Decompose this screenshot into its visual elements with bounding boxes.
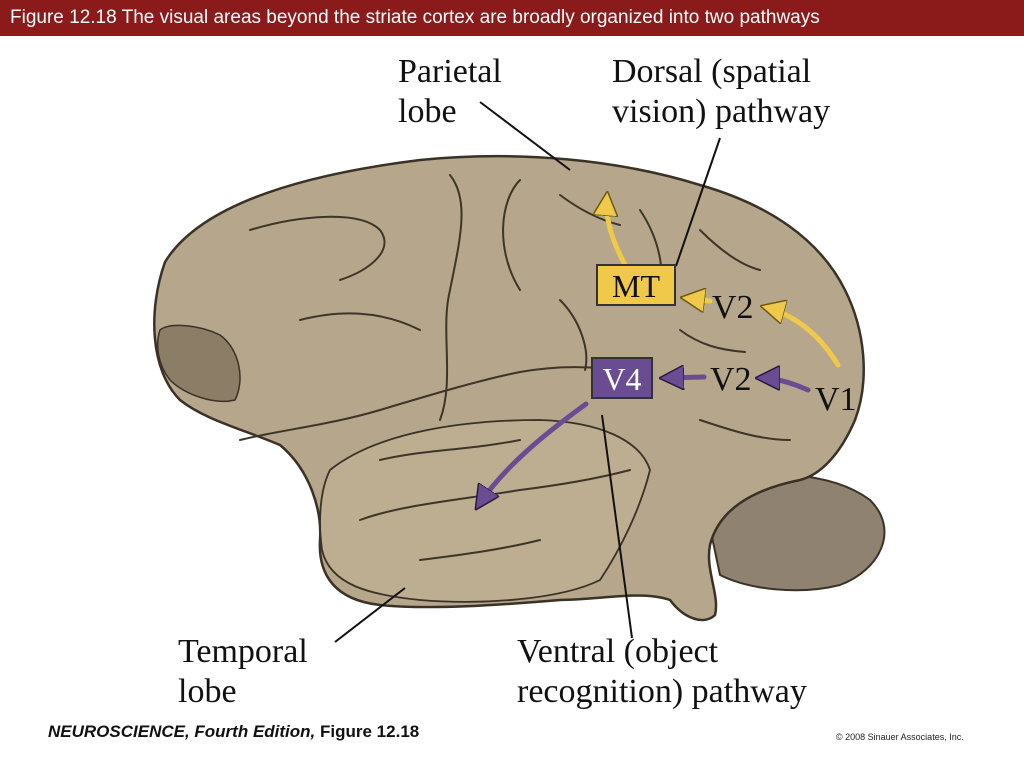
parietal-lobe-label-line2: lobe <box>398 93 457 130</box>
temporal-lobe-label-line2: lobe <box>178 673 237 710</box>
frontal-pole <box>157 324 241 402</box>
dorsal-pathway-arrows <box>607 196 841 368</box>
v4-area-box: V4 <box>591 357 653 399</box>
ventral-pathway-label-line1: Ventral (object <box>517 633 719 670</box>
v4-label: V4 <box>602 361 641 397</box>
dorsal-pathway-label-line2: vision) pathway <box>612 93 830 130</box>
v2-dorsal-label: V2 <box>712 289 754 326</box>
dorsal-pathway-label-line1: Dorsal (spatial <box>612 53 811 90</box>
slide-title: Figure 12.18 The visual areas beyond the… <box>0 0 1024 36</box>
temporal-lobe <box>319 419 651 603</box>
book-title: NEUROSCIENCE, Fourth Edition, <box>48 722 316 741</box>
mt-area-box: MT <box>596 264 676 306</box>
ventral-pathway-label-line2: recognition) pathway <box>517 673 807 710</box>
sulci <box>239 174 791 561</box>
parietal-lobe-label-line1: Parietal <box>398 53 502 90</box>
ventral-pathway-arrows <box>478 377 811 506</box>
temporal-lobe-label-line1: Temporal <box>178 633 308 670</box>
copyright-notice: © 2008 Sinauer Associates, Inc. <box>836 732 964 742</box>
leader-lines <box>334 101 721 643</box>
figure-number: Figure 12.18 <box>320 722 420 741</box>
brain-diagram: MT V4 V2 V2 V1 Parietal lobe Dorsal (spa… <box>153 53 886 710</box>
v1-label: V1 <box>815 381 857 418</box>
figure-source: NEUROSCIENCE, Fourth Edition, Figure 12.… <box>48 722 419 742</box>
mt-label: MT <box>612 268 660 304</box>
v2-ventral-label: V2 <box>710 361 752 398</box>
